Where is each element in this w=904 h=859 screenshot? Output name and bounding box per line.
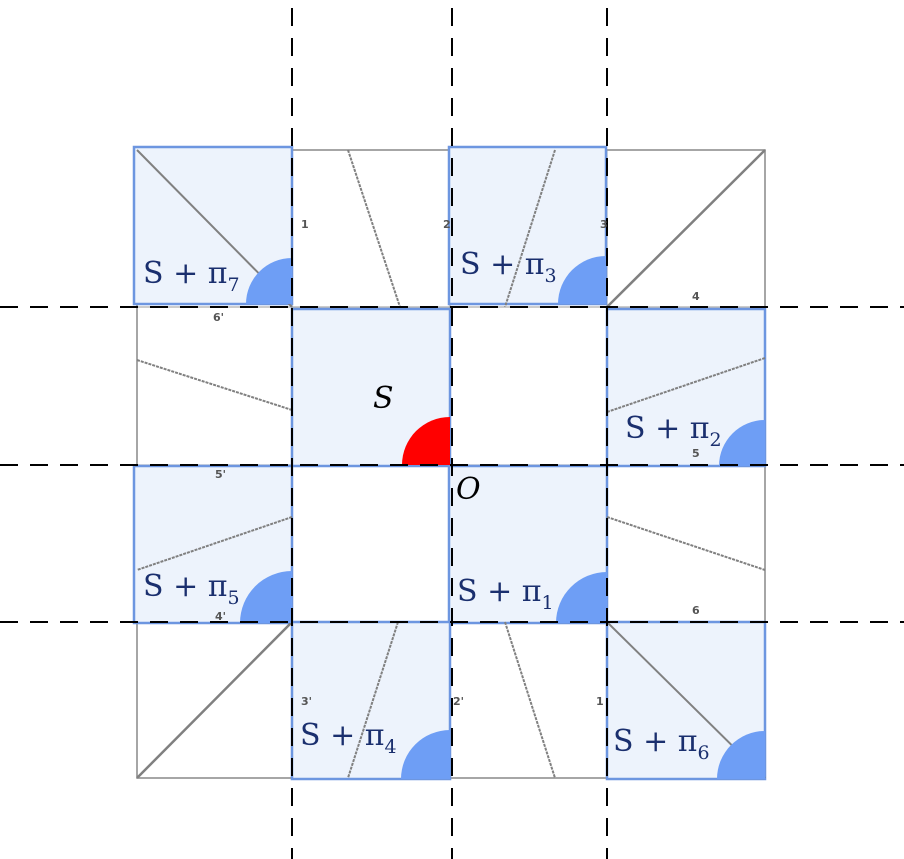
label-pi4-text: S + π bbox=[300, 718, 384, 753]
label-s: S bbox=[373, 381, 394, 416]
label-pi6-sub: 6 bbox=[697, 742, 709, 764]
wedge-pi5 bbox=[240, 571, 292, 623]
label-pi2-text: S + π bbox=[625, 411, 709, 446]
label-pi4-sub: 4 bbox=[384, 736, 396, 758]
label-pi3: S + π3 bbox=[460, 247, 557, 287]
label-pi7-sub: 7 bbox=[227, 274, 239, 296]
wedges bbox=[240, 256, 765, 779]
wedge-pi3 bbox=[558, 256, 606, 304]
edge-num: 6 bbox=[692, 604, 700, 617]
label-pi3-text: S + π bbox=[460, 247, 544, 282]
edge-num: 3' bbox=[301, 695, 312, 708]
label-pi1-text: S + π bbox=[457, 574, 541, 609]
label-pi2: S + π2 bbox=[625, 411, 722, 451]
edge-num: 2 bbox=[443, 218, 451, 231]
label-pi7-text: S + π bbox=[143, 256, 227, 291]
label-pi5: S + π5 bbox=[143, 569, 240, 609]
edge-numbers: 1 2 3 4 5 6 6' 5' 4' 3' 2' 1 bbox=[213, 218, 700, 708]
label-pi2-sub: 2 bbox=[709, 429, 721, 451]
edge-num: 4 bbox=[692, 290, 700, 303]
label-pi3-sub: 3 bbox=[544, 265, 556, 287]
label-pi6-text: S + π bbox=[613, 724, 697, 759]
origin-wedge bbox=[402, 417, 450, 465]
label-origin: O bbox=[456, 472, 481, 507]
label-pi5-text: S + π bbox=[143, 569, 227, 604]
edge-num: 5 bbox=[692, 447, 700, 460]
label-pi5-sub: 5 bbox=[227, 587, 239, 609]
edge-num: 2' bbox=[453, 695, 464, 708]
edge-num: 1 bbox=[301, 218, 309, 231]
wedge-pi7 bbox=[246, 258, 292, 304]
dashed-grid bbox=[0, 8, 904, 859]
wedge-pi1 bbox=[556, 572, 607, 623]
translate-labels: S + π7 S + π3 S + π2 S + π5 S + π1 S + π… bbox=[143, 247, 722, 764]
edge-num: 6' bbox=[213, 311, 224, 324]
label-pi1: S + π1 bbox=[457, 574, 554, 614]
wedge-pi6 bbox=[717, 731, 765, 779]
edge-num: 3 bbox=[600, 218, 608, 231]
edge-num: 4' bbox=[215, 610, 226, 623]
wedge-pi2 bbox=[719, 420, 765, 466]
label-pi7: S + π7 bbox=[143, 256, 240, 296]
label-pi6: S + π6 bbox=[613, 724, 710, 764]
wedge-pi4 bbox=[401, 730, 450, 779]
label-pi4: S + π4 bbox=[300, 718, 397, 758]
label-pi1-sub: 1 bbox=[541, 592, 553, 614]
edge-num: 1 bbox=[596, 695, 604, 708]
edge-num: 5' bbox=[215, 468, 226, 481]
